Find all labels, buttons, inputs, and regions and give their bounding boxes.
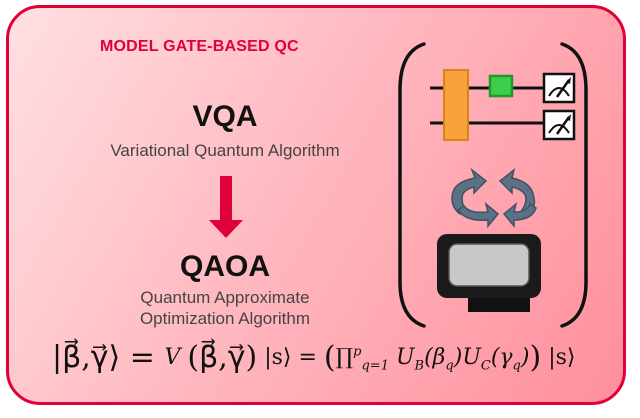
- eq-beta-sub: q: [445, 358, 454, 374]
- measurement-meter-icon: [542, 72, 576, 104]
- hadamard-gate-icon: [443, 69, 469, 141]
- qaoa-full-name-line1: Quantum Approximate: [140, 288, 310, 307]
- left-bracket: [398, 42, 426, 328]
- right-bracket: [560, 42, 588, 328]
- vqa-full-name: Variational Quantum Algorithm: [110, 141, 340, 160]
- single-qubit-gate-icon: [488, 74, 514, 98]
- eq-ket-s2: |s⟩: [548, 345, 576, 370]
- qaoa-state-equation: |β⃗,γ⃗⟩ = V (β⃗,γ⃗) |s⟩ = (∏pq=1 UB(βq)U…: [52, 340, 575, 375]
- eq-close-paren: ): [529, 340, 542, 375]
- eq-lhs: |β⃗,γ⃗⟩ =: [52, 340, 165, 375]
- eq-gamma-sub: q: [512, 358, 521, 374]
- eq-ub-sub: B: [414, 358, 425, 374]
- eq-uc: )U: [453, 345, 481, 370]
- eq-uc-sub: C: [480, 358, 491, 374]
- eq-ub: U: [395, 345, 415, 370]
- eq-product-sup: p: [353, 344, 362, 360]
- eq-gamma: (γ: [490, 345, 513, 370]
- vqa-acronym: VQA: [192, 100, 258, 133]
- eq-beta: (β: [424, 345, 446, 370]
- section-heading: MODEL GATE-BASED QC: [100, 38, 299, 55]
- classical-computer-icon: [437, 234, 541, 312]
- down-arrow-icon: [209, 176, 243, 238]
- qaoa-full-name-line2: Optimization Algorithm: [139, 309, 311, 328]
- eq-close: ): [520, 345, 530, 370]
- qaoa-full-name: Quantum Approximate Optimization Algorit…: [65, 287, 385, 329]
- qaoa-acronym: QAOA: [180, 250, 270, 283]
- eq-v: V: [164, 345, 181, 370]
- eq-v-args: (β⃗,γ⃗): [187, 340, 258, 375]
- eq-product: ∏: [335, 345, 354, 370]
- main-card: [6, 5, 626, 405]
- quantum-circuit: [430, 69, 576, 141]
- measurement-meter-icon: [542, 109, 576, 141]
- eq-product-sub: q=1: [361, 358, 389, 374]
- eq-open-paren: (: [323, 340, 336, 375]
- eq-ket-s: |s⟩: [264, 345, 292, 370]
- eq-equals: =: [291, 345, 324, 370]
- optimization-cycle-icon: [451, 167, 537, 229]
